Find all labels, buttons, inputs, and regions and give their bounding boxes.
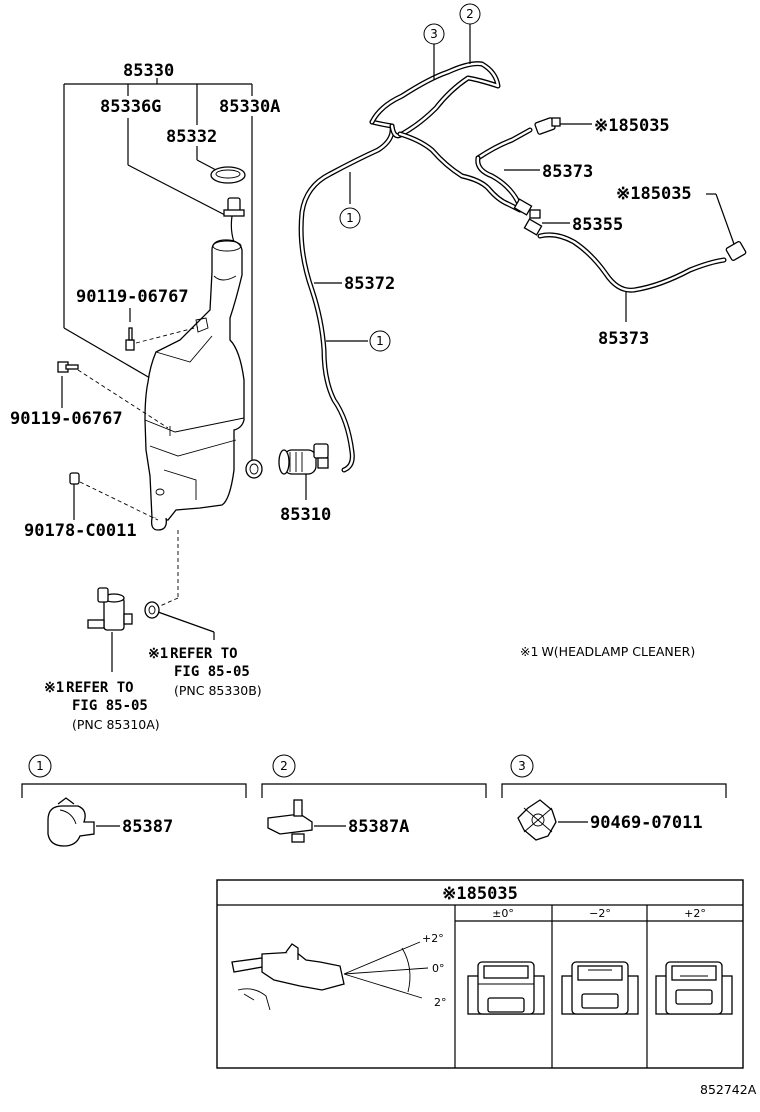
nozzle-front-zero-drawing xyxy=(467,961,545,1015)
svg-text:1: 1 xyxy=(346,211,354,225)
washer-tank-drawing xyxy=(144,239,245,531)
angle-minus2: 2° xyxy=(434,996,447,1009)
ref-85330b-line2: FIG 85-05 xyxy=(174,664,250,680)
angle-plus2: +2° xyxy=(422,932,444,945)
label-85310: 85310 xyxy=(280,505,331,525)
svg-text:2: 2 xyxy=(280,759,288,773)
hose-85372-drawing xyxy=(298,119,395,473)
clip-90469-drawing xyxy=(517,799,557,841)
label-90119-06767-top: 90119-06767 xyxy=(76,287,189,307)
col-plus2: +2° xyxy=(684,907,706,920)
callout-3-top: 3 xyxy=(423,23,445,80)
label-90119-06767-left: 90119-06767 xyxy=(10,409,123,429)
label-85372: 85372 xyxy=(344,274,395,294)
washer-pump-drawing xyxy=(87,587,133,631)
joint-85355-drawing xyxy=(513,198,543,236)
ref-85330b-line3: (PNC 85330B) xyxy=(174,683,262,698)
nozzle-side-view-drawing xyxy=(231,941,429,1011)
label-85330a: 85330A xyxy=(219,97,280,117)
angle-zero: 0° xyxy=(432,962,445,975)
svg-text:3: 3 xyxy=(430,27,438,41)
label-85387a: 85387A xyxy=(348,817,409,837)
col-zero: ±0° xyxy=(492,907,514,920)
pump-grommet-drawing xyxy=(144,601,160,619)
label-85035-upper: ※185035 xyxy=(594,116,670,136)
ref-85310a-line2: FIG 85-05 xyxy=(72,698,148,714)
ref-85310a-line3: (PNC 85310A) xyxy=(72,717,160,732)
label-85332: 85332 xyxy=(166,127,217,147)
callout-1-lower: 1 xyxy=(326,330,391,352)
nozzle-85035-right-drawing xyxy=(725,241,747,261)
grommet-drawing xyxy=(245,459,263,479)
nozzle-front-minus2-drawing xyxy=(561,961,639,1015)
hose-branch-drawing xyxy=(397,127,727,293)
table-title-85035: ※185035 xyxy=(442,884,518,904)
motor-85310-drawing xyxy=(278,443,329,475)
label-90469-07011: 90469-07011 xyxy=(590,813,703,833)
callout-1-upper: 1 xyxy=(339,172,361,229)
nozzle-angle-table: ※185035 ±0° −2° +2° +2° 0° 2° xyxy=(216,879,744,1069)
bolt-top-drawing xyxy=(125,327,135,351)
assembly-leader-lines xyxy=(63,78,253,460)
svg-text:2: 2 xyxy=(466,7,474,21)
nozzle-front-plus2-drawing xyxy=(655,961,733,1015)
label-85330: 85330 xyxy=(123,61,174,81)
label-85355: 85355 xyxy=(572,215,623,235)
label-85336g: 85336G xyxy=(100,97,161,117)
svg-text:3: 3 xyxy=(518,759,526,773)
col-minus2: −2° xyxy=(589,907,611,920)
svg-text:1: 1 xyxy=(36,759,44,773)
label-85373-upper: 85373 xyxy=(542,162,593,182)
nozzle-85035-top-drawing xyxy=(534,117,561,135)
clamp-detail-section: 1 2 3 85387 85387A 90469-07011 xyxy=(21,754,727,847)
clamp-85387-drawing xyxy=(47,797,95,847)
nut-drawing xyxy=(69,472,80,485)
callout-2-top: 2 xyxy=(459,3,481,64)
hose-upper-drawing xyxy=(369,61,501,139)
svg-text:1: 1 xyxy=(376,334,384,348)
diagram-id: 852742A xyxy=(700,1082,757,1097)
clamp-85387a-drawing xyxy=(267,799,313,843)
label-85035-lower: ※185035 xyxy=(616,184,692,204)
bolt-left-drawing xyxy=(57,361,79,373)
label-85373-lower: 85373 xyxy=(598,329,649,349)
label-90178-c0011: 90178-C0011 xyxy=(24,521,137,541)
label-85387: 85387 xyxy=(122,817,173,837)
